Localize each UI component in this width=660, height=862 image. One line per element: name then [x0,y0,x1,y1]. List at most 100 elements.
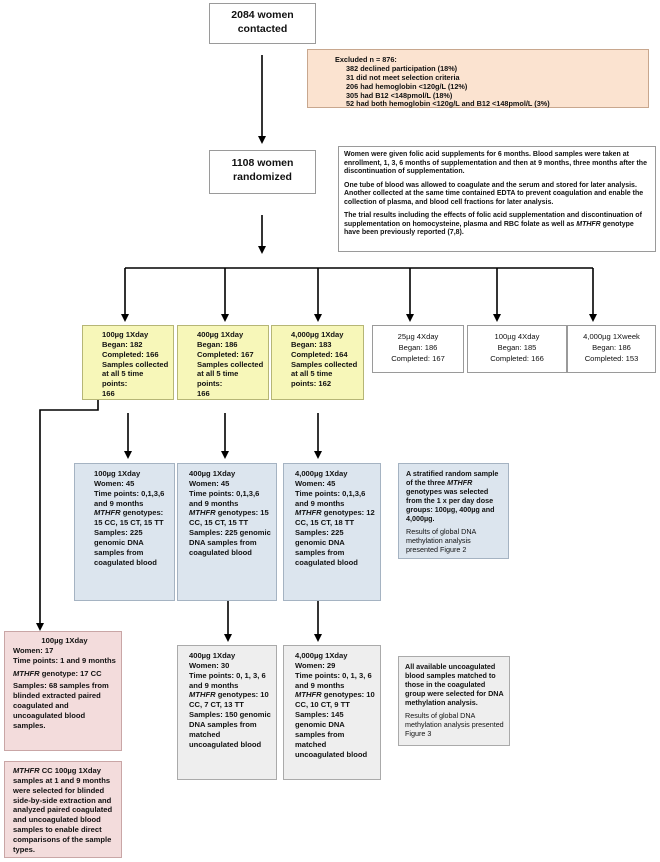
group-began: Began: 182 [102,339,143,349]
coag-women: Women: 45 [189,478,230,488]
contacted-count: 2084 women [231,9,294,21]
uncoag-title: 4,000µg 1Xday [295,651,348,660]
stratified-text-part: genotypes was selected from the 1 x per … [406,487,495,523]
excluded-box: Excluded n = 876: 382 declined participa… [307,49,649,108]
group-box-100-1xday: 100µg 1Xday Began: 182 Completed: 166 Sa… [82,325,174,400]
coag-samples: Samples: 225 genomic DNA samples from co… [295,528,358,567]
uncoag-genotypes-text: genotypes: 10 CC, 7 CT, 13 TT [189,690,269,710]
group-box-4000-1xweek: 4,000µg 1Xweek Began: 186 Completed: 153 [567,325,656,373]
contacted-box: 2084 women contacted [209,3,316,44]
randomized-count: 1108 women [231,157,294,169]
group-box-25-4xday: 25µg 4Xday Began: 186 Completed: 167 [372,325,464,373]
study-info-box: Women were given folic acid supplements … [338,146,656,252]
group-box-100-4xday: 100µg 4Xday Began: 185 Completed: 166 [467,325,567,373]
pink-title: 100µg 1Xday [41,636,88,645]
excluded-item: 206 had hemoglobin <120g/L (12%) [346,81,468,91]
uncoag-note-results: Results of global DNA methylation analys… [405,711,504,738]
group-samples-count: 166 [102,389,115,399]
study-info-p3-text: The trial results including the effects … [344,212,642,228]
uncoag-note-text: All available uncoagulated blood samples… [405,662,504,707]
group-samples: Samples collected at all 5 time [291,359,358,379]
group-title: 4,000µg 1Xday [291,330,344,339]
pink-note-text-part: CC 100µg 1Xday samples at 1 and 9 months… [13,766,113,854]
group-title: 400µg 1Xday [197,330,244,339]
coag-title: 100µg 1Xday [94,469,141,478]
group-completed: Completed: 166 [102,349,159,359]
pink-genotype: MTHFR genotype: 17 CC [13,669,116,679]
mthfr-term: MTHFR [13,668,40,678]
coag-box-400: 400µg 1Xday Women: 45 Time points: 0,1,3… [177,463,277,601]
coag-genotypes: MTHFR genotypes: 15 CC, 15 CT, 15 TT [189,508,271,528]
excluded-item: 305 had B12 <148pmol/L (18%) [346,90,453,100]
pink-genotype-text: genotype: 17 CC [39,668,102,678]
mthfr-term: MTHFR [295,508,322,518]
mthfr-term: MTHFR [189,690,216,700]
pink-women: Women: 17 [13,645,54,655]
group-began: Began: 186 [197,339,238,349]
group-samples: Samples collected at all 5 time points: [102,359,169,389]
group-title: 100µg 4Xday [494,332,540,341]
stratified-sample-note: A stratified random sample of the three … [398,463,509,559]
pink-note-text: MTHFR CC 100µg 1Xday samples at 1 and 9 … [13,766,116,855]
coag-title: 4,000µg 1Xday [295,469,348,478]
coag-genotypes-text: genotypes: 15 CC, 15 CT, 15 TT [94,508,164,528]
coag-women: Women: 45 [295,478,336,488]
group-began: Began: 185 [497,343,537,352]
group-title: 100µg 1Xday [102,330,149,339]
coag-genotypes: MTHFR genotypes: 15 CC, 15 CT, 15 TT [94,508,169,528]
coag-genotypes: MTHFR genotypes: 12 CC, 15 CT, 18 TT [295,508,375,528]
uncoagulated-selection-note: All available uncoagulated blood samples… [398,656,510,746]
coag-samples: Samples: 225 genomic DNA samples from co… [94,528,157,567]
uncoag-genotypes: MTHFR genotypes: 10 CC, 10 CT, 9 TT [295,690,375,710]
uncoag-genotypes: MTHFR genotypes: 10 CC, 7 CT, 13 TT [189,690,271,710]
group-samples: Samples collected at all 5 time points: [197,359,264,389]
group-completed: Completed: 153 [584,354,639,363]
excluded-item: 31 did not meet selection criteria [346,72,460,82]
pink-box-100-paired: 100µg 1Xday Women: 17 Time points: 1 and… [4,631,122,751]
group-samples-count: 166 [197,389,210,399]
uncoag-box-400: 400µg 1Xday Women: 30 Time points: 0, 1,… [177,645,277,780]
coag-time-points: Time points: 0,1,3,6 and 9 months [189,488,260,508]
excluded-title: Excluded n = 876: [335,55,397,64]
uncoag-samples: Samples: 150 genomic DNA samples from ma… [189,710,271,749]
excluded-item: 52 had both hemoglobin <120g/L and B12 <… [346,99,550,109]
contacted-label: contacted [237,22,288,35]
coag-genotypes-text: genotypes: 15 CC, 15 CT, 15 TT [189,508,269,528]
randomized-box: 1108 women randomized [209,150,316,194]
study-info-p2: One tube of blood was allowed to coagula… [344,181,644,206]
uncoag-box-4000: 4,000µg 1Xday Women: 29 Time points: 0, … [283,645,381,780]
mthfr-term: MTHFR [447,478,473,487]
excluded-item: 382 declined participation (18%) [346,63,458,73]
uncoag-title: 400µg 1Xday [189,651,236,660]
uncoag-women: Women: 30 [189,660,230,670]
stratified-text: A stratified random sample of the three … [406,469,503,523]
stratified-results: Results of global DNA methylation analys… [406,527,476,554]
study-info-p1: Women were given folic acid supplements … [344,151,647,176]
uncoag-time-points: Time points: 0, 1, 3, 6 and 9 months [295,670,372,690]
mthfr-term: MTHFR [295,690,322,700]
group-began: Began: 183 [291,339,332,349]
stratified-text-part: A stratified random sample of the three [406,469,499,487]
pink-samples: Samples: 68 samples from blinded extract… [13,681,109,730]
arrow-yellow1-to-pink [36,400,99,631]
randomized-label: randomized [233,170,292,183]
uncoag-time-points: Time points: 0, 1, 3, 6 and 9 months [189,670,266,690]
group-completed: Completed: 167 [391,354,445,363]
coag-box-4000: 4,000µg 1Xday Women: 45 Time points: 0,1… [283,463,381,601]
group-title: 4,000µg 1Xweek [583,332,640,341]
uncoag-samples: Samples: 145 genomic DNA samples from ma… [295,710,368,759]
group-box-4000-1xday: 4,000µg 1Xday Began: 183 Completed: 164 … [271,325,364,400]
group-began: Began: 186 [398,343,438,352]
pink-time-points: Time points: 1 and 9 months [13,655,116,665]
group-began: Began: 186 [592,343,631,352]
mthfr-term: MTHFR [13,766,40,775]
study-info-p3: The trial results including the effects … [344,212,650,238]
coag-samples: Samples: 225 genomic DNA samples from co… [189,528,271,557]
coag-genotypes-text: genotypes: 12 CC, 15 CT, 18 TT [295,508,375,528]
pink-box-selection-note: MTHFR CC 100µg 1Xday samples at 1 and 9 … [4,761,122,858]
group-completed: Completed: 166 [490,354,544,363]
group-completed: Completed: 164 [291,349,348,359]
group-completed: Completed: 167 [197,349,254,359]
